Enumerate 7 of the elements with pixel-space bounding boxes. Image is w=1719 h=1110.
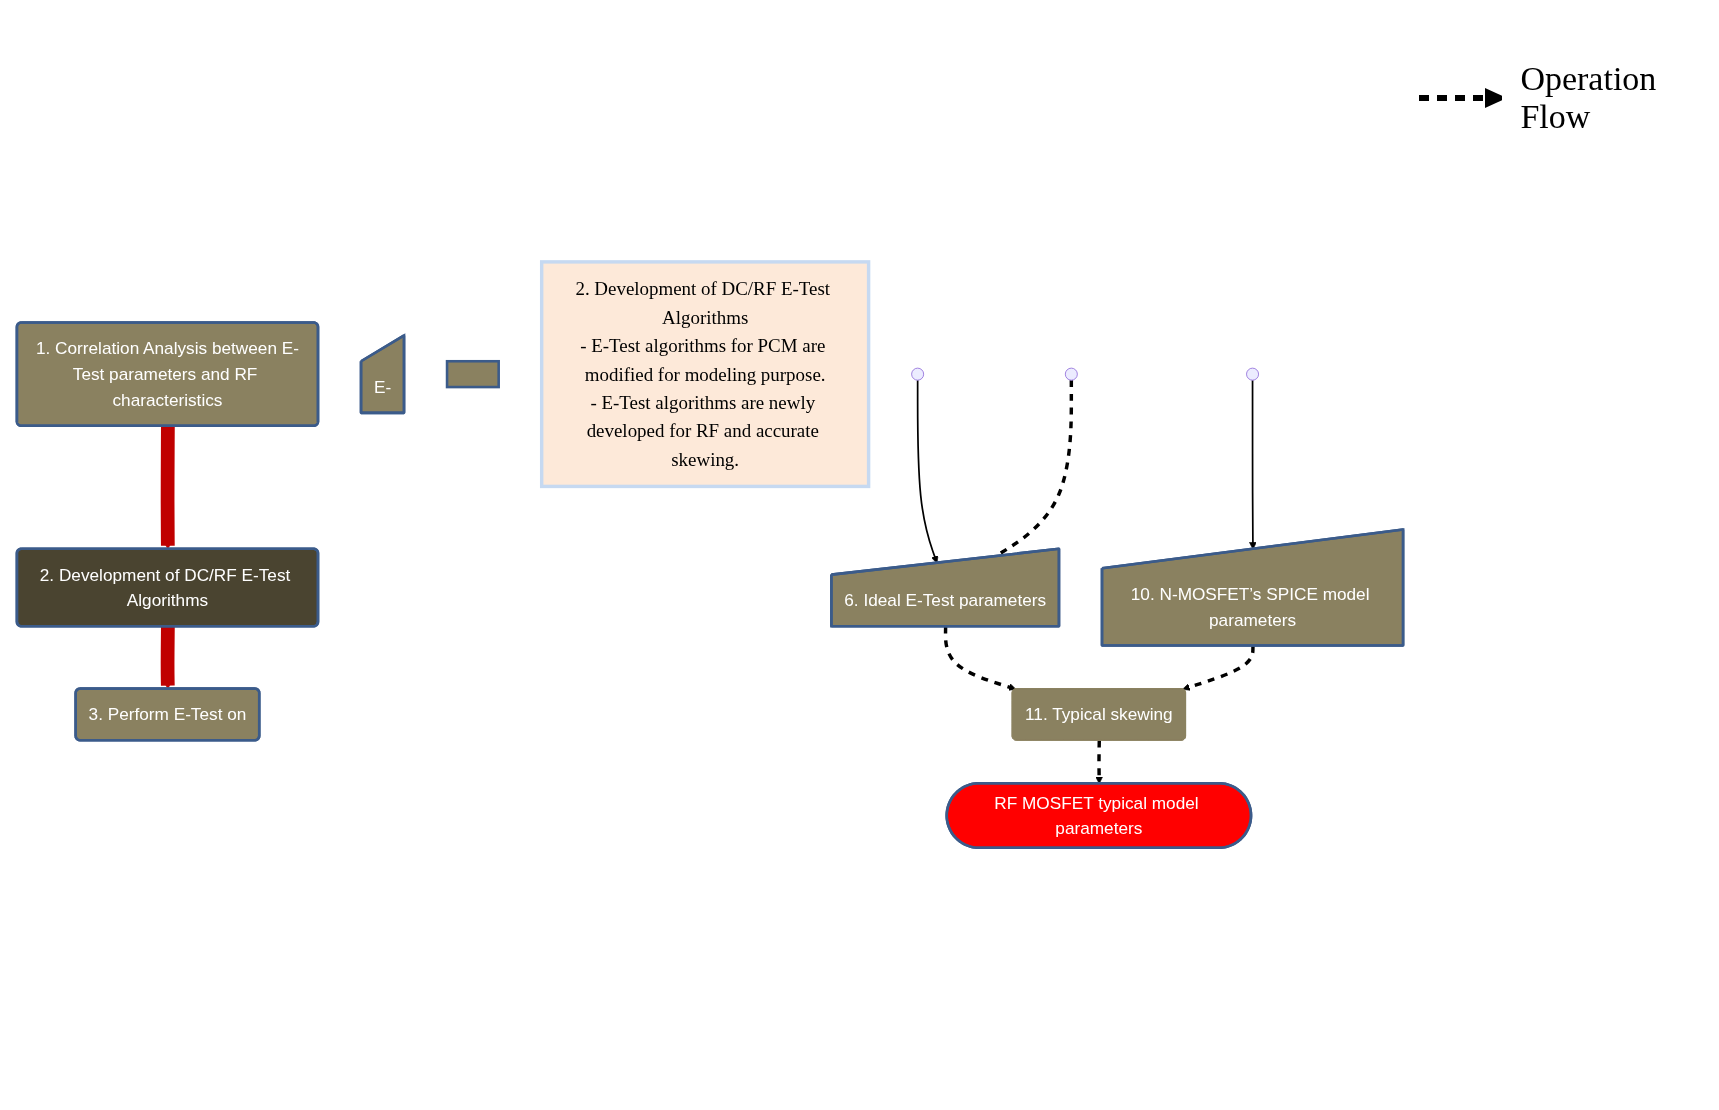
arrow xyxy=(1181,646,1255,691)
arrow xyxy=(943,626,1016,691)
legend-text: Operation Flow xyxy=(1520,60,1658,136)
arrow xyxy=(1248,379,1257,550)
arrow xyxy=(916,379,938,564)
node-box xyxy=(445,360,500,389)
node-box: 2. Development of DC/RF E-Test Algorithms - E-Test algorithms for PCM are modified for modeling purpose. - E-Test algorithms are newly developed for RF and accurate skewing. xyxy=(539,260,870,489)
